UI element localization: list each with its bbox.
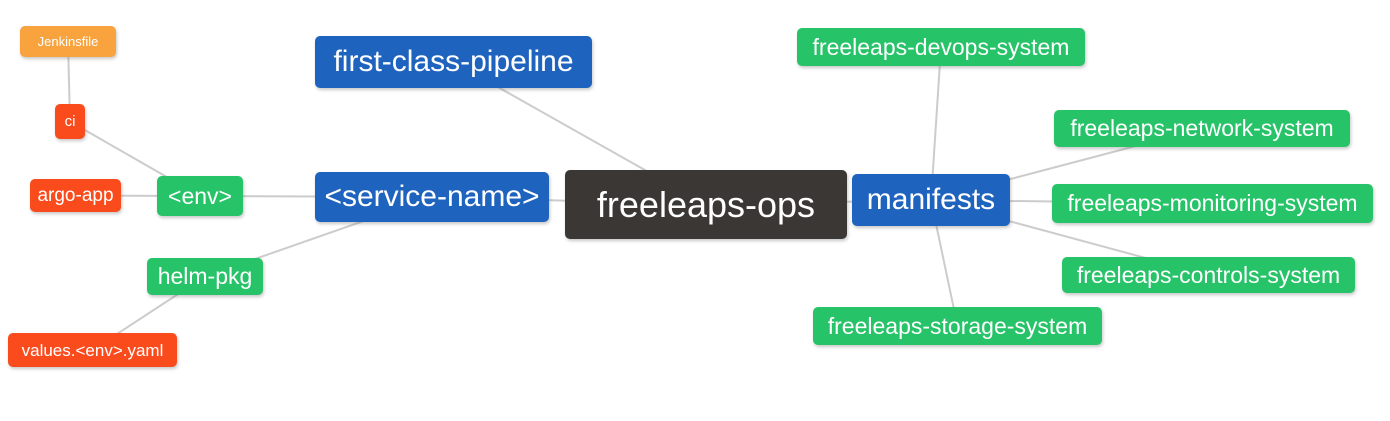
node-freeleaps-devops-system[interactable]: freeleaps-devops-system <box>797 28 1085 66</box>
node-freeleaps-network-system[interactable]: freeleaps-network-system <box>1054 110 1350 147</box>
node-jenkinsfile[interactable]: Jenkinsfile <box>20 26 116 57</box>
node-service-name[interactable]: <service-name> <box>315 172 549 222</box>
node-ci[interactable]: ci <box>55 104 85 139</box>
node-manifests[interactable]: manifests <box>852 174 1010 226</box>
node-freeleaps-storage-system[interactable]: freeleaps-storage-system <box>813 307 1102 345</box>
node-freeleaps-monitoring-system[interactable]: freeleaps-monitoring-system <box>1052 184 1373 223</box>
node-freeleaps-controls-system[interactable]: freeleaps-controls-system <box>1062 257 1355 293</box>
node-env[interactable]: <env> <box>157 176 243 216</box>
node-values-env-yaml[interactable]: values.<env>.yaml <box>8 333 177 367</box>
node-argo-app[interactable]: argo-app <box>30 179 121 212</box>
node-freeleaps-ops[interactable]: freeleaps-ops <box>565 170 847 239</box>
node-first-class-pipeline[interactable]: first-class-pipeline <box>315 36 592 88</box>
node-helm-pkg[interactable]: helm-pkg <box>147 258 263 295</box>
